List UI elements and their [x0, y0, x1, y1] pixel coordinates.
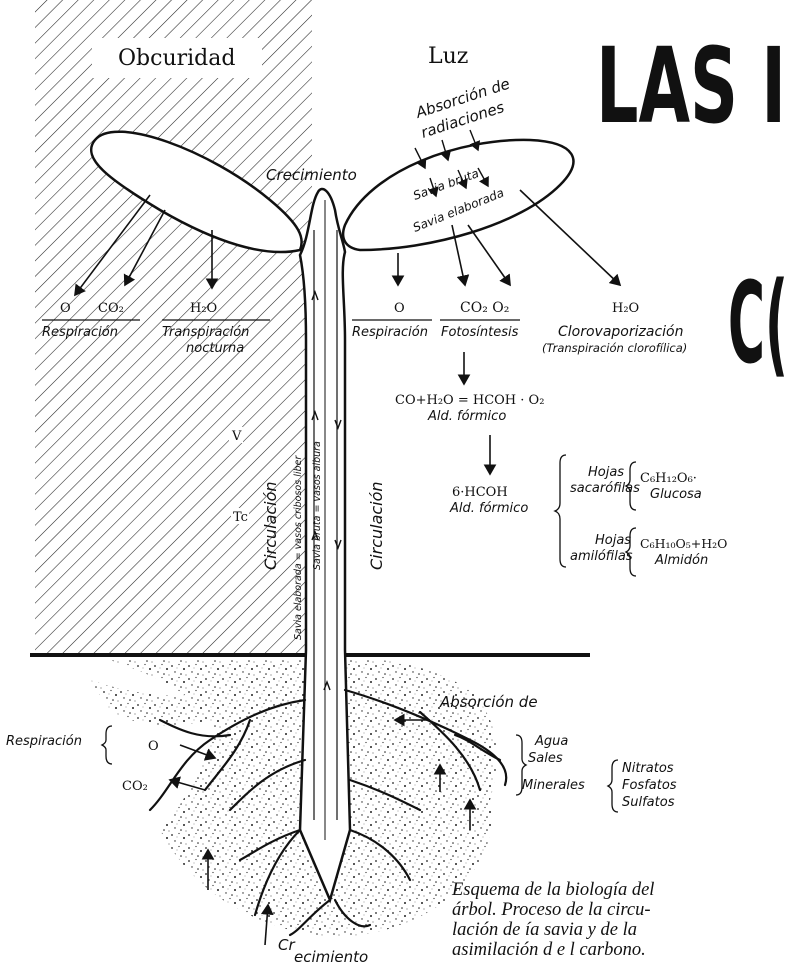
label-glucosa: Glucosa: [650, 487, 702, 502]
left-transpiracion-1: Transpiración: [162, 325, 249, 340]
label-absorcion-de: Absorción de: [439, 693, 538, 711]
left-transpiracion-2: nocturna: [186, 341, 244, 356]
roots-o: O: [148, 739, 159, 754]
right-transpiracion-clorofilica: (Transpiración clorofílica): [542, 341, 687, 355]
formula-2-label: Ald. fórmico: [449, 501, 528, 516]
label-obcuridad: Obcuridad: [118, 46, 235, 71]
label-respiracion-roots: Respiración: [6, 734, 82, 749]
formula-glucosa: C₆H₁₂O₆·: [640, 471, 697, 486]
roots-co2: CO₂: [122, 779, 148, 794]
roots-agua: Agua: [534, 734, 568, 749]
label-savia-bruta-vasos: Savia bruta = vasos albura: [312, 441, 323, 570]
label-luz: Luz: [428, 44, 468, 69]
caption-line-2: árbol. Proceso de la circu-: [452, 900, 782, 920]
right-co2-o2: CO₂ O₂: [460, 300, 509, 316]
label-v: V: [231, 429, 242, 444]
left-co2: CO₂: [98, 301, 124, 316]
label-crecimiento-top: Crecimiento: [266, 166, 357, 184]
hojas-amilofilas-1: Hojas: [595, 533, 631, 548]
roots-nitratos: Nitratos: [622, 761, 674, 776]
formula-2-eq: 6·HCOH: [452, 485, 508, 500]
formula-almidon: C₆H₁₀O₅+H₂O: [640, 536, 727, 551]
hojas-sacarofilas-2: sacarófilas: [570, 481, 640, 496]
roots-sales: Sales: [528, 751, 563, 766]
figure-caption: Esquema de la biología del árbol. Proces…: [452, 880, 782, 960]
roots-fosfatos: Fosfatos: [622, 778, 677, 793]
label-crecimiento-bottom-cr: Cr: [278, 936, 295, 954]
headline-line2: C(: [728, 259, 785, 389]
caption-line-1: Esquema de la biología del: [452, 880, 782, 900]
left-respiracion: Respiración: [42, 325, 118, 340]
hojas-sacarofilas-1: Hojas: [588, 465, 624, 480]
left-h2o: H₂O: [190, 301, 217, 316]
right-respiracion: Respiración: [352, 325, 428, 340]
label-savia-elaborada-vasos: Savia elaborada = vasos cribosos liber: [293, 455, 304, 640]
formula-1-eq: CO+H₂O = HCOH · O₂: [395, 393, 544, 408]
right-clorovaporizacion: Clorovaporización: [558, 324, 683, 340]
right-leaf: [343, 140, 573, 250]
stem: [300, 189, 350, 900]
roots-sulfatos: Sulfatos: [622, 795, 675, 810]
caption-line-3: lación de ía savia y de la: [452, 920, 782, 940]
roots-minerales: Minerales: [522, 778, 585, 793]
label-circulacion-right: Circulación: [367, 481, 386, 570]
right-h2o: H₂O: [612, 301, 639, 316]
label-almidon: Almidón: [654, 553, 708, 568]
formula-1-label: Ald. fórmico: [427, 409, 506, 424]
headline-line1: LAS I: [596, 25, 785, 147]
left-o: O: [60, 301, 71, 316]
right-fotosintesis: Fotosíntesis: [441, 325, 519, 340]
label-tc: Tc: [233, 510, 248, 525]
right-o: O: [394, 301, 405, 316]
label-circulacion-left: Circulación: [261, 481, 280, 570]
caption-line-4: asimilación d e l carbono.: [452, 940, 782, 960]
hojas-amilofilas-2: amilófilas: [570, 549, 633, 564]
label-crecimiento-bottom-rest: ecimiento: [294, 948, 368, 966]
